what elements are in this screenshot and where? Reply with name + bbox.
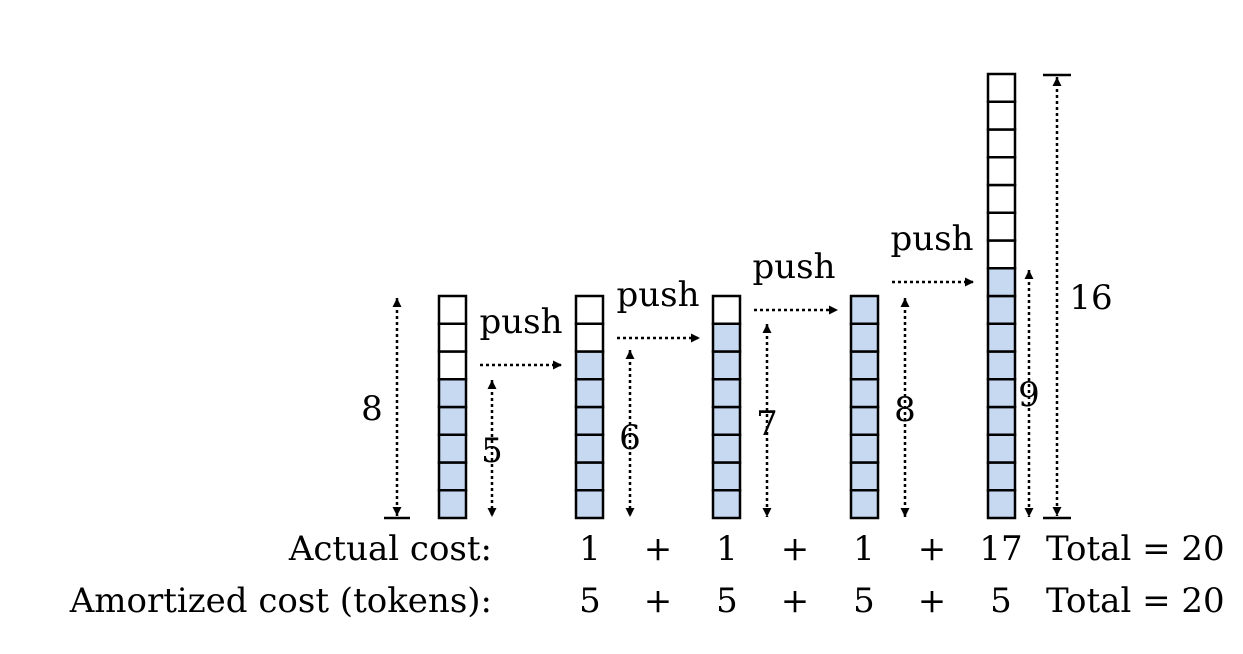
stack-cell-filled: [986, 405, 1017, 436]
stack-cell-empty: [437, 294, 468, 325]
stack-cell-filled: [437, 461, 468, 492]
stack-cell-filled: [711, 433, 742, 464]
amortized-cost-value: 5: [579, 581, 601, 621]
push-label-1: push: [479, 302, 562, 342]
stack-cell-filled: [711, 350, 742, 381]
stack-cell-filled: [711, 405, 742, 436]
push-label-3: push: [752, 247, 835, 287]
stack-cell-filled: [437, 378, 468, 409]
actual-cost-value: 1: [579, 529, 601, 569]
amortized-cost-value: 5: [990, 581, 1012, 621]
amortized-cost-value: 5: [716, 581, 738, 621]
fill-label-stack-2: 7: [756, 404, 778, 444]
fill-label-stack-3: 8: [894, 390, 916, 430]
stack-cell-filled: [986, 461, 1017, 492]
amortized-cost-value: 5: [853, 581, 875, 621]
stack-cell-filled: [711, 489, 742, 520]
stack-cell-empty: [986, 239, 1017, 270]
plus-sign: +: [644, 581, 673, 621]
stack-cell-filled: [986, 489, 1017, 520]
stack-cell-empty: [986, 128, 1017, 159]
stack-cell-filled: [437, 489, 468, 520]
actual-cost-total: Total = 20: [1046, 529, 1225, 569]
capacity-arrow-stack-4: [1043, 73, 1071, 520]
plus-sign: +: [781, 529, 810, 569]
stack-cell-filled: [849, 433, 880, 464]
amortized-cost-label: Amortized cost (tokens):: [69, 581, 492, 621]
push-label-4: push: [890, 219, 973, 259]
stack-cell-empty: [986, 211, 1017, 242]
stack-cell-filled: [711, 378, 742, 409]
actual-cost-value: 1: [716, 529, 738, 569]
stack-0: [437, 294, 468, 520]
amortized-cost-row: Amortized cost (tokens): 5 + 5 + 5 + 5 T…: [69, 581, 1225, 621]
stack-cell-filled: [711, 461, 742, 492]
capacity-label-stack-4: 16: [1069, 278, 1112, 318]
stack-cell-filled: [986, 433, 1017, 464]
stack-cell-filled: [986, 322, 1017, 353]
stack-cell-filled: [849, 405, 880, 436]
actual-cost-value: 1: [853, 529, 875, 569]
stack-3: [849, 294, 880, 520]
stack-cell-empty: [986, 156, 1017, 187]
stack-cell-filled: [574, 461, 605, 492]
capacity-arrow-stack-0: [384, 298, 410, 520]
stack-cell-filled: [849, 489, 880, 520]
stack-cell-empty: [574, 322, 605, 353]
stack-cell-filled: [849, 294, 880, 325]
actual-cost-value: 17: [979, 529, 1022, 569]
stack-cell-filled: [986, 350, 1017, 381]
push-label-2: push: [616, 275, 699, 315]
actual-cost-row: Actual cost: 1 + 1 + 1 + 17 Total = 20: [288, 529, 1225, 569]
stack-cell-filled: [849, 322, 880, 353]
fill-label-stack-0: 5: [481, 431, 503, 471]
stack-cell-empty: [986, 100, 1017, 131]
stack-cell-filled: [574, 350, 605, 381]
stack-cell-filled: [849, 350, 880, 381]
stack-cell-filled: [574, 405, 605, 436]
stack-cell-filled: [574, 489, 605, 520]
stack-cell-empty: [986, 183, 1017, 214]
stack-cell-filled: [986, 378, 1017, 409]
stack-cell-filled: [849, 461, 880, 492]
plus-sign: +: [644, 529, 673, 569]
stack-cell-empty: [437, 322, 468, 353]
actual-cost-label: Actual cost:: [288, 529, 492, 569]
stack-cell-filled: [986, 294, 1017, 325]
fill-label-stack-1: 6: [619, 418, 641, 458]
stack-1: [574, 294, 605, 520]
stack-2: [711, 294, 742, 520]
stack-cell-filled: [437, 405, 468, 436]
stack-cell-filled: [437, 433, 468, 464]
plus-sign: +: [918, 581, 947, 621]
stack-cell-filled: [574, 433, 605, 464]
amortized-cost-total: Total = 20: [1046, 581, 1225, 621]
fill-label-stack-4: 9: [1018, 375, 1040, 415]
stack-cell-empty: [711, 294, 742, 325]
plus-sign: +: [918, 529, 947, 569]
capacity-label-stack-0: 8: [361, 389, 383, 429]
stack-4: [986, 72, 1017, 520]
stack-cell-empty: [437, 350, 468, 381]
stack-cell-empty: [986, 72, 1017, 103]
stack-cell-filled: [986, 267, 1017, 298]
stack-cell-filled: [849, 378, 880, 409]
plus-sign: +: [781, 581, 810, 621]
stack-cell-filled: [711, 322, 742, 353]
stack-cell-empty: [574, 294, 605, 325]
stack-cell-filled: [574, 378, 605, 409]
